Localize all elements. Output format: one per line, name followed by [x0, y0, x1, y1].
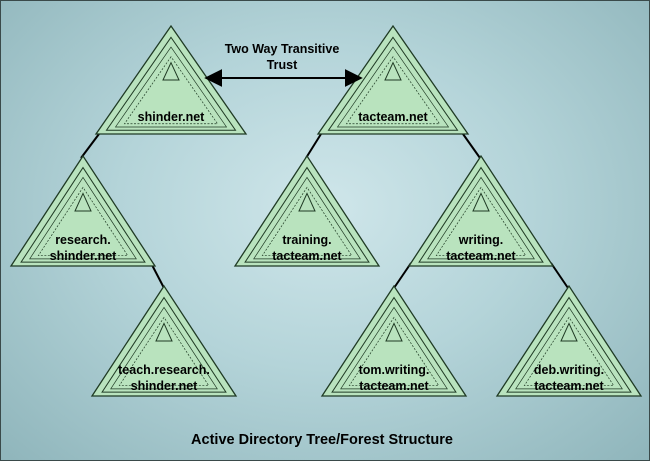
triangle-inner [427, 176, 535, 260]
triangle-inner [523, 316, 615, 386]
triangle-apex-icon [162, 61, 180, 81]
triangle-inner [506, 296, 632, 393]
domain-triangle-shinder: shinder.net [94, 24, 248, 135]
triangle-inner [345, 56, 441, 125]
connector-writing-deb [550, 262, 569, 289]
diagram-caption: Active Directory Tree/Forest Structure [191, 432, 453, 448]
domain-triangle-teach: teach.research. shinder.net [90, 284, 238, 397]
domain-label-line2: shinder.net [131, 379, 199, 393]
connector-tacteam-writing [462, 133, 481, 159]
triangle-apex-icon [560, 322, 578, 342]
connector-writing-tom [393, 262, 412, 289]
connector-tacteam-training [305, 133, 322, 159]
domain-label-line1: writing. [458, 233, 503, 247]
triangle-inner [515, 306, 623, 390]
domain-triangles: shinder.net tacteam.net research. shinder.n… [9, 24, 643, 397]
triangle-apex-icon [472, 192, 490, 212]
domain-triangle-research: research. shinder.net [9, 154, 157, 267]
triangle-inner [105, 36, 237, 131]
domain-triangle-tom: tom.writing. tacteam.net [320, 284, 468, 397]
domain-triangle-writing: writing. tacteam.net [407, 154, 555, 267]
trust-label-line1: Two Way Transitive [225, 42, 340, 56]
triangle-inner [123, 56, 219, 125]
domain-triangle-training: training. tacteam.net [233, 154, 381, 267]
triangle-inner [101, 296, 227, 393]
triangle-apex-icon [74, 192, 92, 212]
triangle-inner [331, 296, 457, 393]
domain-label-line1: training. [282, 233, 331, 247]
domain-label-line2: shinder.net [50, 249, 118, 263]
triangle-inner [114, 46, 228, 128]
domain-label: shinder.net [138, 110, 206, 124]
triangle-inner [336, 46, 450, 128]
domain-label-line2: tacteam.net [359, 379, 429, 393]
connector-shinder-research [80, 133, 100, 159]
domain-label-line2: tacteam.net [534, 379, 604, 393]
triangle-inner [244, 166, 370, 263]
domain-label-line1: tom.writing. [359, 363, 430, 377]
domain-label-line2: tacteam.net [446, 249, 516, 263]
triangle-inner [253, 176, 361, 260]
triangle-apex-icon [298, 192, 316, 212]
triangle-inner [118, 316, 210, 386]
triangle-inner [29, 176, 137, 260]
triangle-apex-icon [384, 61, 402, 81]
triangle-inner [37, 186, 129, 256]
connector-lines [80, 133, 569, 289]
domain-label-line2: tacteam.net [272, 249, 342, 263]
triangle-inner [261, 186, 353, 256]
triangle-apex-icon [385, 322, 403, 342]
domain-label: tacteam.net [358, 110, 428, 124]
domain-label-line1: teach.research. [118, 363, 210, 377]
domain-label-line1: deb.writing. [534, 363, 604, 377]
triangle-inner [348, 316, 440, 386]
triangle-inner [435, 186, 527, 256]
domain-label-line1: research. [55, 233, 111, 247]
triangle-apex-icon [155, 322, 173, 342]
triangle-inner [340, 306, 448, 390]
triangle-inner [418, 166, 544, 263]
connector-research-teach [150, 262, 165, 289]
domain-triangle-tacteam: tacteam.net [316, 24, 470, 135]
domain-triangle-deb: deb.writing. tacteam.net [495, 284, 643, 397]
trust-label-line2: Trust [267, 58, 298, 72]
triangle-inner [110, 306, 218, 390]
triangle-inner [20, 166, 146, 263]
